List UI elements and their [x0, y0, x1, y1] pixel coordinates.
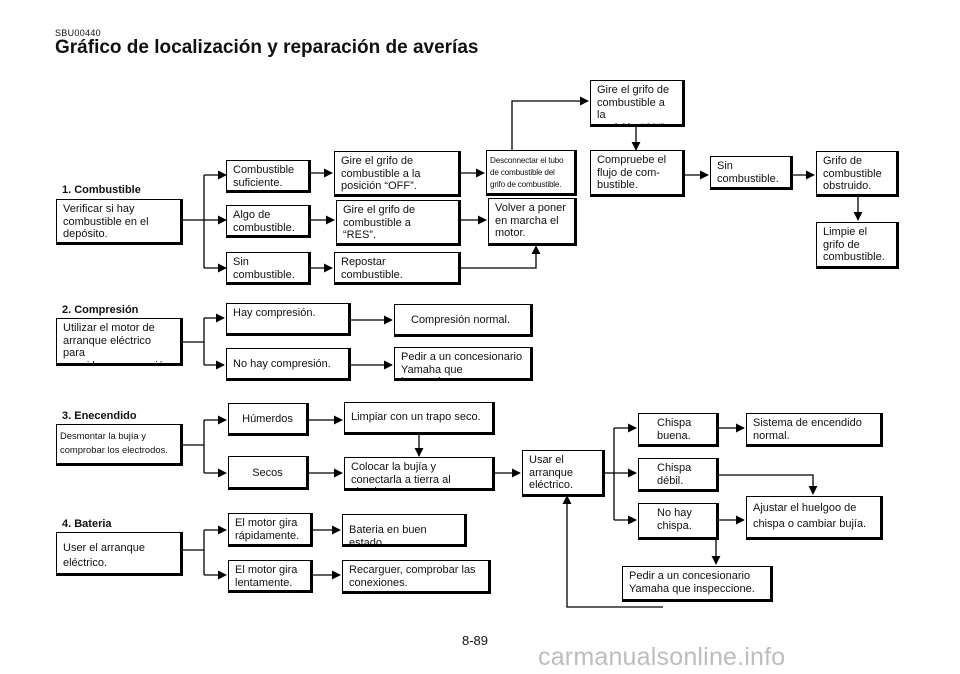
ignition-normal-box: Sistema de encendido normal.	[746, 413, 883, 447]
turn-off-box: Gire el grifo de combustible a la posici…	[334, 151, 461, 197]
fuel-none-box: Sin combustible.	[226, 252, 311, 285]
no-fuel-flow-box: Sin combustible.	[710, 156, 793, 190]
clogged-cock-box: Grifo de combustible obstruido.	[816, 151, 899, 197]
spark-plug-check-box: Desmontar la bujía y comprobar los elect…	[56, 424, 183, 466]
battery-check-box: User el arranque eléctrico.	[56, 532, 183, 576]
refuel-box: Repostar combustible.	[334, 252, 461, 285]
disconnect-hose-box: Desconnectar el tubo de combustible del …	[486, 150, 577, 196]
compression-normal-box: Compresión normal.	[394, 304, 533, 337]
use-starter-box: Usar el arranque eléctrico.	[522, 450, 605, 497]
wipe-plug-box: Limpiar con un trapo seco.	[344, 402, 495, 435]
compression-check-box: Utilizar el motor de arranque eléctrico …	[56, 318, 183, 366]
page-title: Gráfico de localización y reparación de …	[55, 37, 479, 58]
section-heading-ignition: 3. Enecendido	[62, 410, 137, 422]
clean-cock-box: Limpie el grifo de combustible.	[816, 222, 899, 269]
ignition-dealer-box: Pedir a un concesionario Yamaha que insp…	[622, 566, 773, 602]
battery-good-box: Bateria en buen estado.	[342, 514, 467, 547]
restart-engine-box: Volver a poner en marcha el motor.	[488, 198, 577, 246]
fuel-check-box: Verificar si hay combustible en el depós…	[56, 199, 183, 245]
wet-electrodes-box: Húmerdos	[228, 403, 309, 436]
good-spark-box: Chispa buena.	[638, 413, 719, 447]
recharge-box: Recarguer, comprobar las conexiones.	[342, 560, 491, 594]
connector	[718, 474, 818, 495]
has-compression-box: Hay compresión.	[226, 303, 351, 336]
connector	[460, 245, 541, 269]
section-heading-fuel: 1. Combustible	[62, 184, 141, 196]
dry-electrodes-box: Secos	[228, 456, 309, 490]
section-code: SBU00440	[55, 28, 101, 38]
engine-slow-box: El motor gira lentamente.	[228, 560, 313, 593]
fuel-some-box: Algo de combustible.	[226, 205, 311, 238]
ground-plug-box: Colocar la bujía y conectarla a tierra a…	[344, 457, 495, 491]
section-heading-compression: 2. Compresión	[62, 304, 139, 316]
watermark: carmanualsonline.info	[538, 643, 786, 671]
engine-fast-box: El motor gira rápidamente.	[228, 513, 313, 547]
connector	[511, 96, 589, 150]
no-spark-box: No hay chispa.	[638, 503, 719, 540]
weak-spark-box: Chispa débil.	[638, 458, 719, 492]
page-number: 8-89	[462, 633, 489, 648]
adjust-gap-box: Ajustar el huelgoo de chispa o cambiar b…	[746, 496, 883, 540]
turn-res-box: Gire el grifo de combustible a “RES”.	[336, 200, 461, 246]
turn-on-box: Gire el grifo de combustible a la posici…	[590, 80, 685, 127]
compression-dealer-box: Pedir a un concesionario Yamaha que insp…	[394, 347, 533, 381]
connector	[562, 495, 663, 608]
fuel-enough-box: Combustible suficiente.	[226, 160, 311, 193]
no-compression-box: No hay compresión.	[226, 348, 351, 381]
section-heading-battery: 4. Bateria	[62, 518, 112, 530]
check-flow-box: Compruebe el flujo de com- bustible.	[590, 150, 685, 197]
